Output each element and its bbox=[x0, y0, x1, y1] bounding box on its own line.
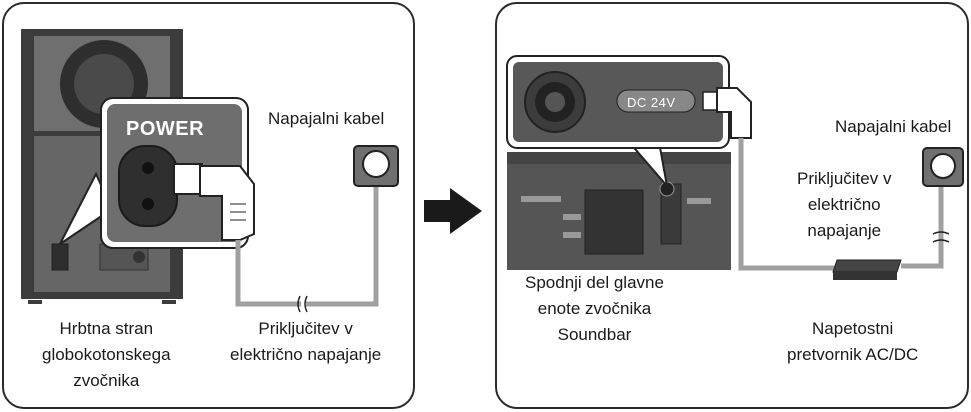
subwoofer-connection-panel: POWER Napajalni kabel Priključitev v ele… bbox=[2, 2, 415, 409]
soundbar-illustration bbox=[506, 55, 964, 280]
power-badge: POWER bbox=[126, 118, 205, 140]
soundbar-underside-label: Spodnji del glavne enote zvočnika Soundb… bbox=[525, 273, 664, 344]
dc-badge: DC 24V bbox=[627, 95, 676, 110]
right-arrow-icon bbox=[424, 188, 482, 234]
power-cable-label: Napajalni kabel bbox=[835, 117, 952, 136]
power-plug bbox=[173, 163, 203, 195]
acdc-adapter-label: Napetostni pretvornik AC/DC bbox=[787, 319, 919, 364]
dc-plug bbox=[702, 91, 718, 111]
dc-cable bbox=[738, 138, 837, 271]
wall-socket-label: Priključitev v električno napajanje bbox=[797, 169, 892, 240]
acdc-adapter bbox=[832, 259, 902, 273]
power-cable bbox=[901, 186, 944, 269]
power-socket bbox=[118, 145, 178, 227]
soundbar-connection-panel: DC 24V Napajalni kabel Priključitev v el… bbox=[495, 2, 969, 409]
subwoofer-back-label: Hrbtna stran globokotonskega zvočnika bbox=[42, 319, 171, 390]
power-cable-label: Napajalni kabel bbox=[268, 109, 385, 128]
power-cable bbox=[235, 180, 379, 307]
power-port-small bbox=[51, 243, 69, 271]
wall-socket-label: Priključitev v električno napajanje bbox=[230, 319, 382, 364]
subwoofer-illustration bbox=[21, 29, 399, 313]
